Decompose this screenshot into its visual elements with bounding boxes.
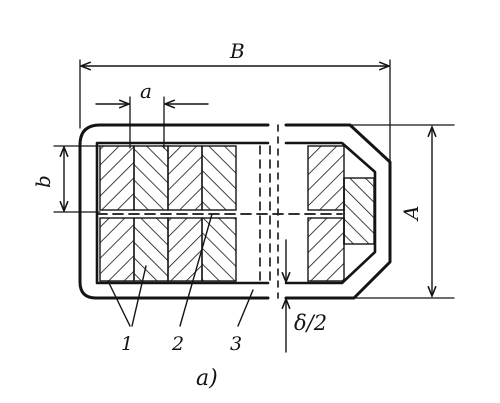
block-bottom-2 [133, 217, 169, 282]
right-block-stack [307, 145, 375, 282]
label-part-3: 3 [230, 333, 242, 355]
block-right-bottom [307, 217, 345, 282]
block-top-2 [133, 145, 169, 211]
label-a: a [140, 79, 152, 103]
block-right-top [307, 145, 345, 211]
leader-lines [107, 213, 254, 327]
block-top-4 [201, 145, 237, 211]
block-bottom-3 [167, 217, 203, 282]
figure-caption: a) [196, 366, 218, 391]
block-nose [343, 177, 375, 245]
block-top-1 [99, 145, 135, 211]
dimension-a [95, 96, 209, 149]
label-b: b [31, 175, 55, 188]
label-A: A [399, 206, 423, 222]
block-bottom-4 [201, 217, 237, 282]
label-delta: δ/2 [294, 311, 327, 335]
block-top-3 [167, 145, 203, 211]
gap-lines [96, 145, 343, 284]
dimension-A [351, 124, 455, 299]
outer-casing [78, 123, 392, 300]
block-bottom-1 [99, 217, 135, 282]
label-B: B [229, 39, 245, 63]
dimension-B [79, 59, 391, 163]
left-block-stack [99, 145, 237, 282]
inner-casing [95, 141, 377, 285]
label-part-2: 2 [171, 333, 184, 355]
dimension-b [53, 145, 101, 213]
label-part-1: 1 [121, 333, 133, 355]
